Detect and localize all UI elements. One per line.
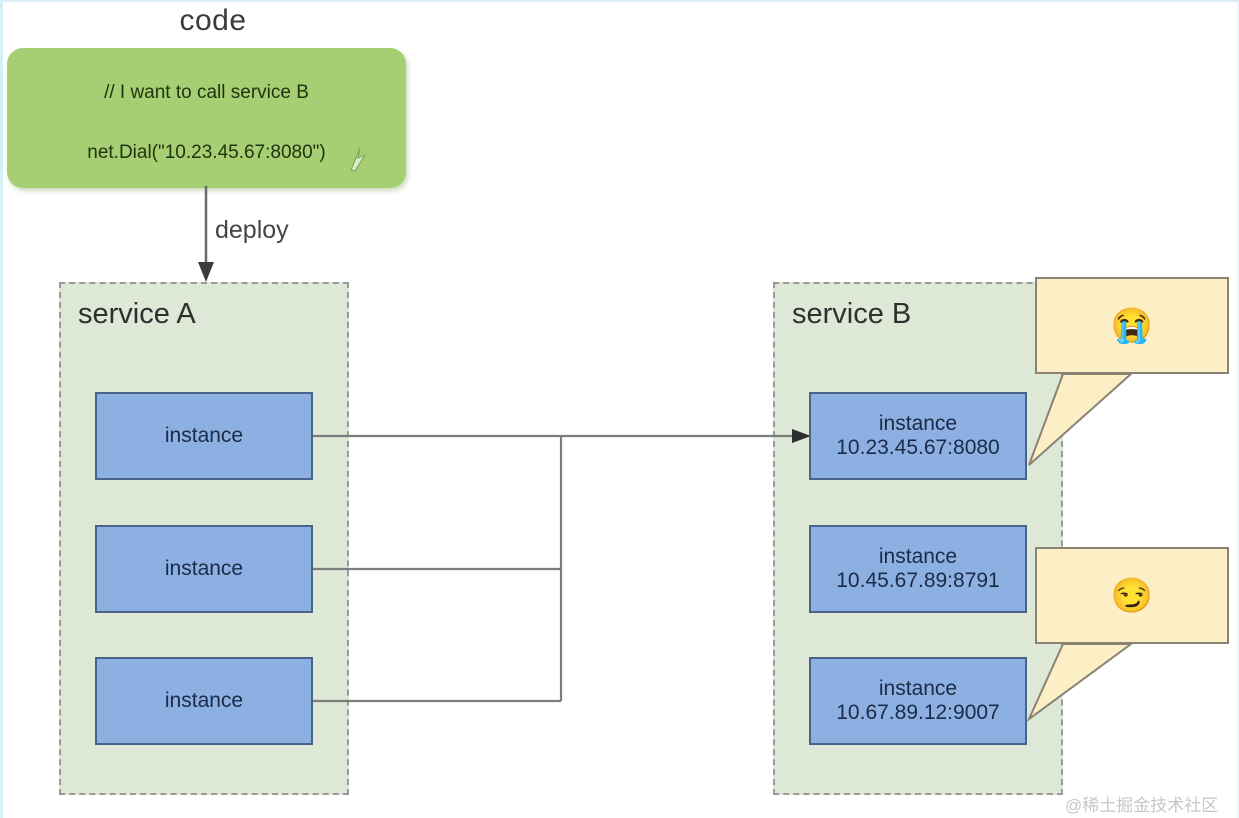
service-a-label: service A [78, 298, 196, 330]
instance-address: 10.67.89.12:9007 [836, 701, 1000, 724]
loudly-crying-face-emoji: 😭 [1110, 306, 1154, 345]
service-a-instance-2[interactable]: instance [95, 525, 313, 613]
callout-bubble-crying: 😭 [1035, 277, 1229, 374]
service-a-instance-1[interactable]: instance [95, 392, 313, 480]
instance-address: 10.23.45.67:8080 [836, 436, 1000, 459]
smirking-face-emoji: 😏 [1110, 576, 1154, 615]
instance-title: instance [164, 688, 244, 712]
instance-address: 10.45.67.89:8791 [836, 569, 1000, 592]
service-a-instance-3[interactable]: instance [95, 657, 313, 745]
service-b-label: service B [792, 298, 912, 330]
code-title: code [179, 4, 247, 37]
instance-title: instance [878, 544, 958, 568]
code-call-line: net.Dial("10.23.45.67:8080") [87, 142, 326, 163]
deploy-arrow-icon [198, 186, 214, 282]
service-b-instance-3[interactable]: instance 10.67.89.12:9007 [809, 657, 1027, 745]
instance-title: instance [878, 411, 958, 435]
instance-title: instance [878, 676, 958, 700]
callout-bubble-smirking: 😏 [1035, 547, 1229, 644]
instance-title: instance [164, 423, 244, 447]
deploy-label: deploy [215, 216, 289, 244]
service-b-instance-1[interactable]: instance 10.23.45.67:8080 [809, 392, 1027, 480]
instance-title: instance [164, 556, 244, 580]
service-b-instance-2[interactable]: instance 10.45.67.89:8791 [809, 525, 1027, 613]
code-box: // I want to call service B net.Dial("10… [7, 48, 406, 188]
code-comment-line: // I want to call service B [104, 82, 309, 103]
watermark-text: @稀土掘金技术社区 [1065, 796, 1219, 815]
